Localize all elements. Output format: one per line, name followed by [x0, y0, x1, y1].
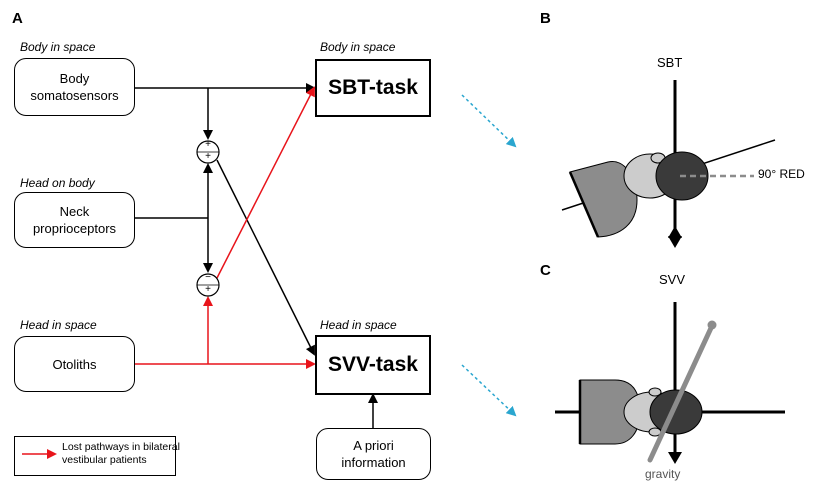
edge-sum-upper-to-svv — [216, 159, 315, 356]
box-sbt-task: SBT-task — [315, 59, 431, 117]
legend-box — [14, 436, 176, 476]
sum-lower-sign-top: − — [205, 272, 211, 283]
frame-label-head-on-body: Head on body — [20, 176, 95, 190]
panel-label-c: C — [540, 262, 551, 279]
panel-c-title: SVV — [659, 272, 686, 287]
dashed-arrow-to-c — [461, 364, 517, 417]
panel-label-b: B — [540, 10, 551, 27]
frame-label-svv: Head in space — [320, 318, 397, 332]
panel-c-figure — [555, 302, 785, 464]
panel-c-gravity-label: gravity — [645, 467, 681, 481]
box-body-somatosensors: Body somatosensors — [14, 58, 135, 116]
legend-text: Lost pathways in bilateral vestibular pa… — [62, 441, 180, 466]
frame-label-head-in-space: Head in space — [20, 318, 97, 332]
panel-b-title: SBT — [657, 55, 683, 70]
frame-label-body-in-space: Body in space — [20, 40, 96, 54]
box-otoliths: Otoliths — [14, 336, 135, 392]
sum-upper-sign-bottom: + — [205, 151, 211, 162]
frame-label-sbt: Body in space — [320, 40, 396, 54]
box-neck-proprioceptors: Neck proprioceptors — [14, 192, 135, 248]
panel-b-figure — [561, 80, 776, 248]
box-svv-task: SVV-task — [315, 335, 431, 395]
sum-upper-sign-top: + — [205, 139, 211, 150]
panel-label-a: A — [12, 10, 23, 27]
dashed-arrow-to-b — [461, 94, 517, 148]
sum-lower-sign-bottom: + — [205, 284, 211, 295]
edge-sum-lower-to-sbt — [216, 86, 315, 279]
panel-b-red-label: 90° RED — [758, 167, 805, 181]
box-a-priori-information: A priori information — [316, 428, 431, 480]
